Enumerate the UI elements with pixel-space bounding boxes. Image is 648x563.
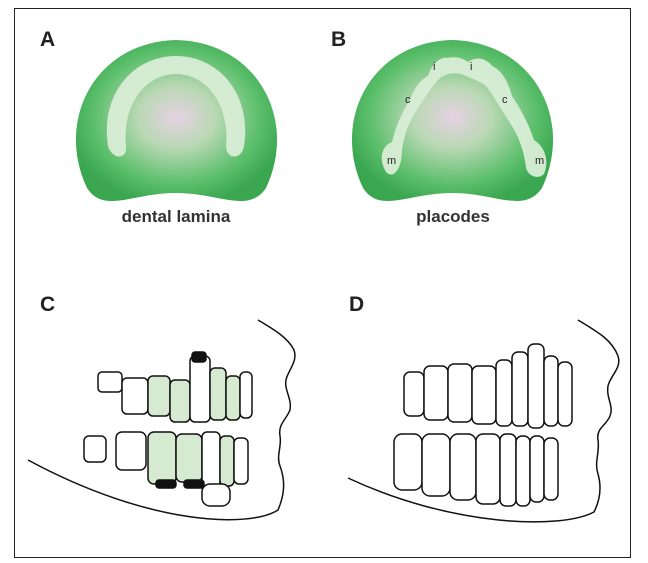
deciduous-teeth-upper	[98, 352, 252, 422]
placode-label-molar-left: m	[387, 155, 396, 167]
panel-b-arch: i i c c m m	[352, 40, 553, 201]
panel-b-label: B	[331, 28, 346, 52]
dental-lamina-caption: dental lamina	[76, 207, 276, 227]
permanent-teeth-lower	[394, 434, 558, 506]
deciduous-teeth-lower	[84, 432, 248, 506]
placodes-caption: placodes	[353, 207, 553, 227]
panel-c-label: C	[40, 293, 55, 317]
placode-label-canine-right: c	[502, 94, 508, 106]
panel-a-label: A	[40, 28, 55, 52]
placode-label-molar-right: m	[535, 155, 544, 167]
permanent-teeth-upper	[404, 344, 572, 428]
placode-label-incisor-right: i	[470, 61, 472, 73]
placode-label-incisor-left: i	[433, 61, 435, 73]
placode-label-canine-left: c	[405, 94, 411, 106]
panel-a-arch	[76, 40, 277, 201]
face-profile-c	[28, 320, 295, 520]
panel-d-jaw	[348, 320, 619, 522]
panel-c-jaw	[28, 320, 295, 520]
panel-d-label: D	[349, 293, 364, 317]
